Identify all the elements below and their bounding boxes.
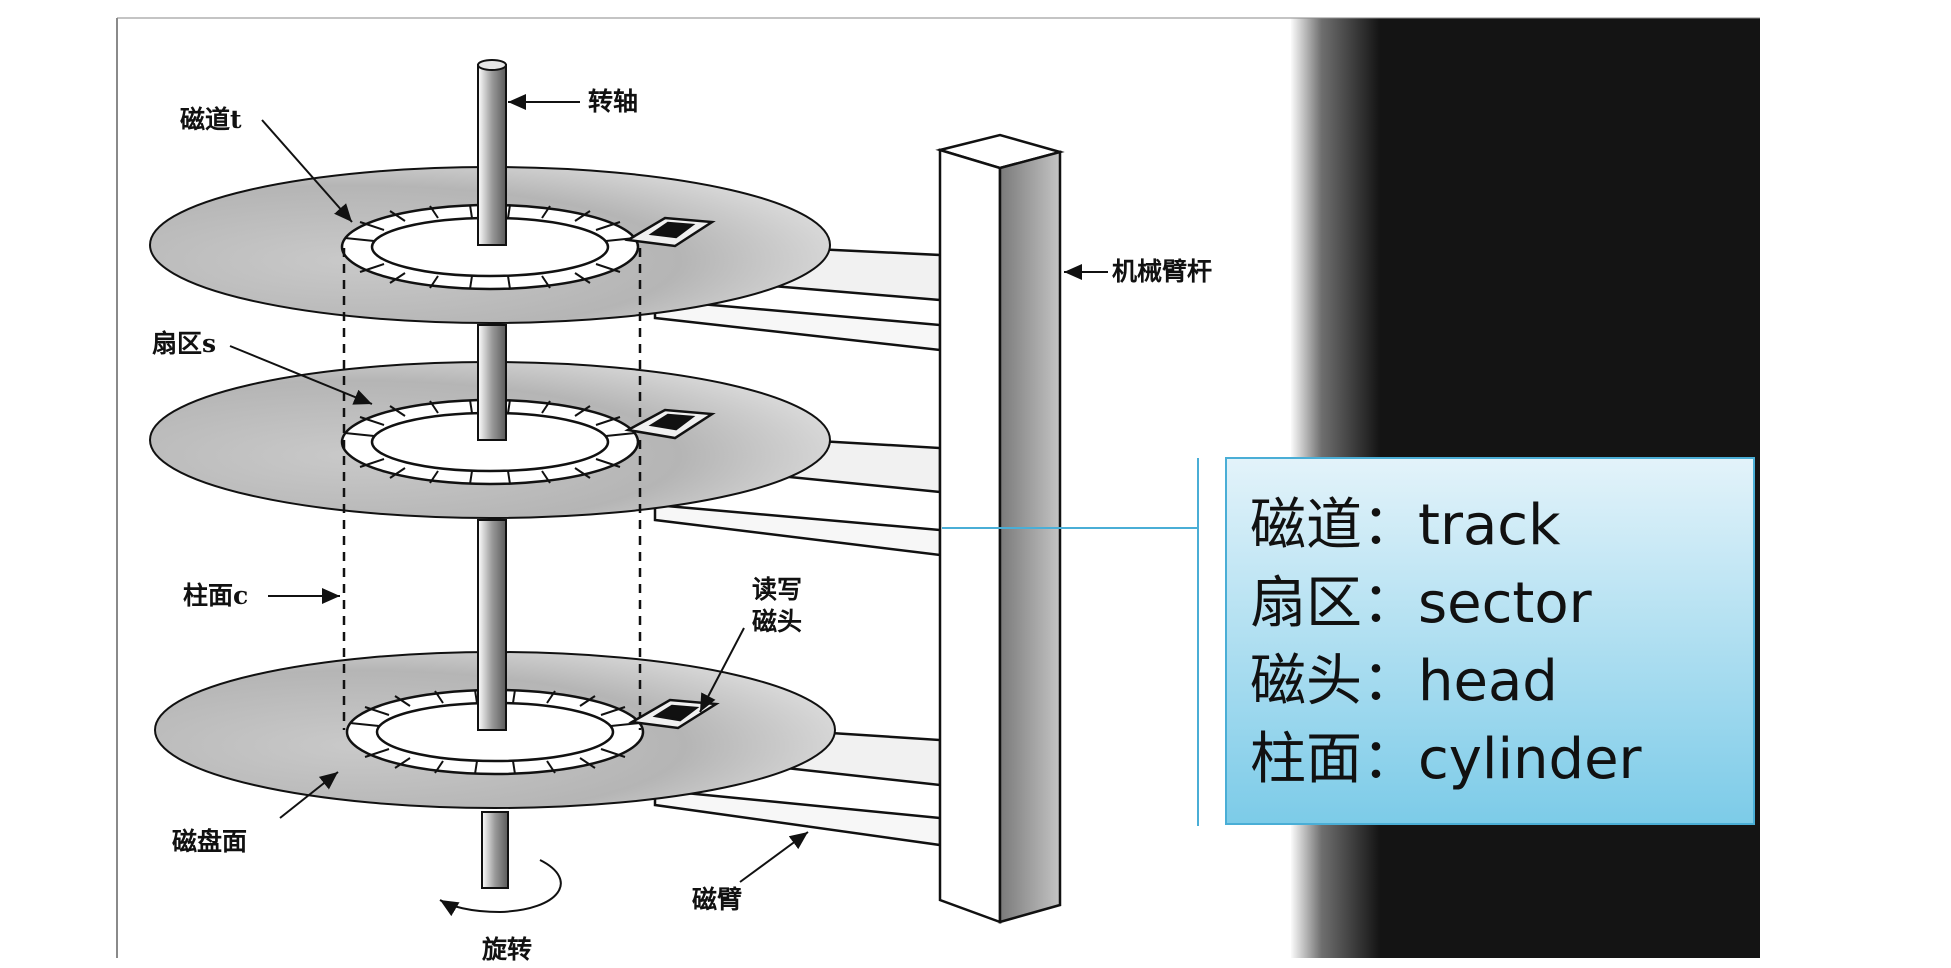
rotation-arrow <box>439 859 562 917</box>
label-pointers <box>229 94 1108 883</box>
callout-line-head: 磁头：head <box>1250 649 1558 714</box>
callout-line-sector: 扇区：sector <box>1250 571 1593 636</box>
actuator-column <box>935 133 1065 924</box>
label-disk-arm: 磁臂 <box>692 885 742 914</box>
label-track: 磁道t <box>180 105 242 134</box>
label-arm-rod: 机械臂杆 <box>1112 257 1212 286</box>
label-head-line1: 读写 <box>752 575 802 604</box>
label-cylinder: 柱面c <box>183 581 248 610</box>
callout-line-track: 磁道：track <box>1250 493 1561 558</box>
read-write-heads <box>624 216 720 730</box>
label-sector: 扇区s <box>152 329 216 358</box>
label-head-line2: 磁头 <box>752 607 802 636</box>
label-platter-surface: 磁盘面 <box>172 827 247 856</box>
label-spindle: 转轴 <box>588 87 638 116</box>
cylinder-dashed-lines <box>342 248 642 730</box>
callout-lines: 磁道：track 扇区：sector 磁头：head 柱面：cylinder <box>1250 493 1643 792</box>
callout-box <box>1225 457 1755 825</box>
label-rotation: 旋转 <box>482 935 532 964</box>
spindle <box>477 59 509 889</box>
diagram-labels: 转轴 磁道t 机械臂杆 扇区s 柱面c 读写 磁头 磁盘面 旋转 磁臂 <box>152 87 1212 964</box>
sector-ticks <box>344 204 636 290</box>
callout-line-cylinder: 柱面：cylinder <box>1250 727 1643 792</box>
